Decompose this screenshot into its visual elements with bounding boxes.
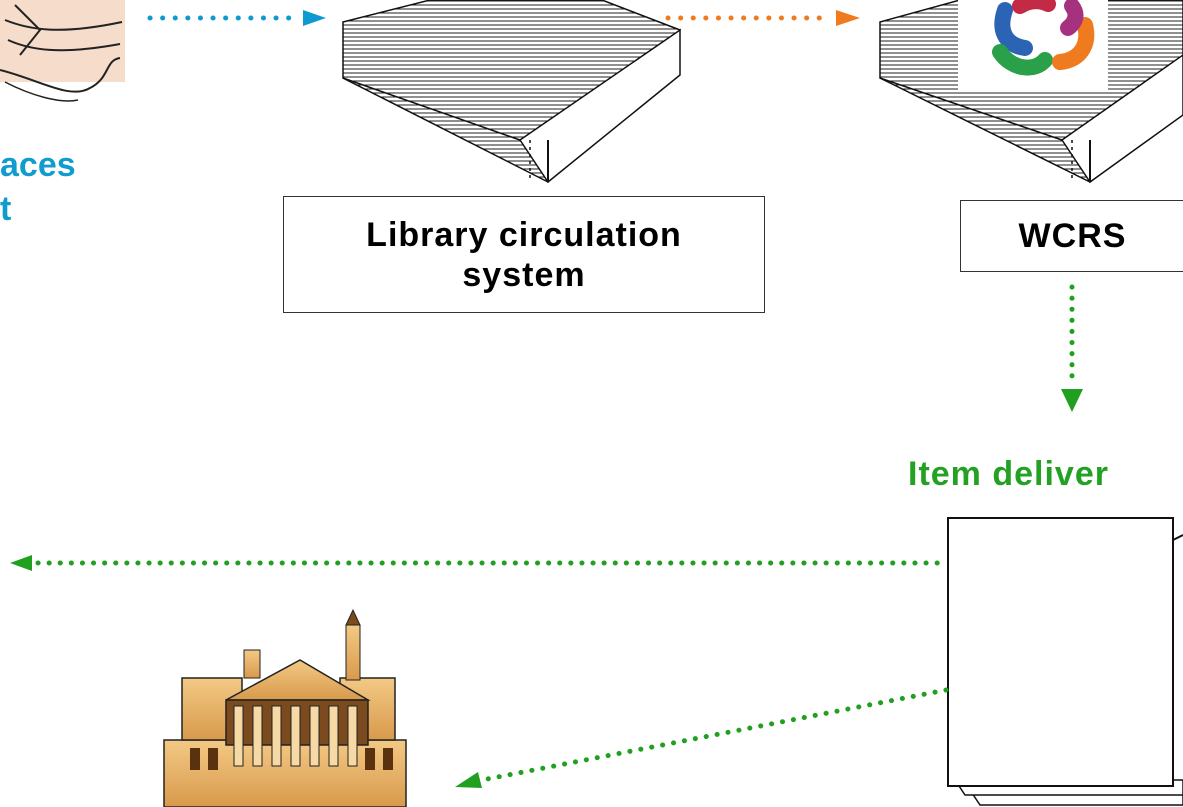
user-places-label-line2: t <box>0 190 12 228</box>
delivery-left-arrow <box>10 555 949 571</box>
delivery-library-arrow <box>455 687 949 788</box>
server-icon <box>879 0 1183 184</box>
library-circulation-label: Library circulation system <box>366 215 682 294</box>
library-building-icon <box>163 608 407 807</box>
server-icon <box>342 0 682 184</box>
user-places-label-line1: aces <box>0 146 76 184</box>
document-stack-icon <box>947 517 1183 806</box>
person-reading-icon <box>0 0 125 102</box>
wcrs-label: WCRS <box>1018 217 1127 255</box>
delivery-down-arrow <box>1061 284 1083 412</box>
wcrs-logo-icon <box>992 0 1095 76</box>
library-circulation-box: Library circulation system <box>283 196 765 313</box>
wcrs-box: WCRS <box>960 200 1183 272</box>
request-arrow <box>147 10 326 26</box>
order-arrow <box>665 10 860 26</box>
item-delivery-label: Item deliver <box>908 455 1109 493</box>
